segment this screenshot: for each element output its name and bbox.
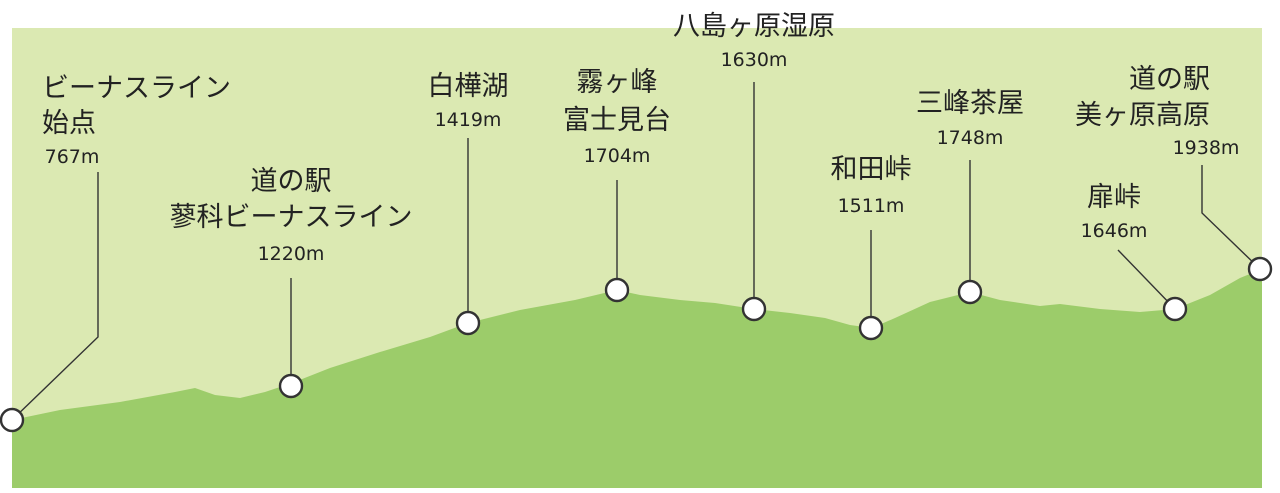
label-name-venus-line-start-1: ビーナスライン	[42, 73, 231, 104]
label-name-venus-line-start-2: 始点	[42, 108, 96, 139]
marker-kirigamine-fujimidai	[604, 277, 630, 303]
label-elevation-tobira-toge: 1646m	[1081, 220, 1148, 242]
terrain-silhouette	[12, 269, 1262, 488]
label-name-michinoeki-tateshina-2: 蓼科ビーナスライン	[170, 202, 413, 233]
label-elevation-yashimagahara: 1630m	[721, 49, 788, 71]
label-name-yashimagahara-1: 八島ヶ原湿原	[673, 11, 835, 42]
label-elevation-shirakabako: 1419m	[435, 109, 502, 131]
marker-michinoeki-tateshina	[278, 373, 304, 399]
label-elevation-michinoeki-tateshina: 1220m	[258, 243, 325, 265]
label-name-kirigamine-fujimidai-2: 富士見台	[563, 105, 671, 136]
label-name-wada-toge-1: 和田峠	[831, 154, 912, 185]
marker-michinoeki-utsukushigahara	[1247, 256, 1273, 282]
label-name-shirakabako-1: 白樺湖	[428, 71, 509, 102]
marker-yashimagahara	[741, 296, 767, 322]
leader-line-tobira-toge	[1117, 249, 1176, 310]
leader-line-michinoeki-utsukushigahara	[1201, 165, 1261, 270]
label-name-michinoeki-utsukushigahara-2: 美ヶ原高原	[1075, 100, 1210, 131]
label-elevation-michinoeki-utsukushigahara: 1938m	[1173, 137, 1240, 159]
marker-shirakabako	[455, 310, 481, 336]
marker-mitsumine-chaya	[957, 279, 983, 305]
label-name-kirigamine-fujimidai-1: 霧ヶ峰	[577, 67, 658, 98]
label-name-michinoeki-utsukushigahara-1: 道の駅	[1129, 64, 1210, 95]
label-elevation-kirigamine-fujimidai: 1704m	[584, 145, 651, 167]
label-elevation-wada-toge: 1511m	[838, 195, 905, 217]
label-elevation-mitsumine-chaya: 1748m	[937, 127, 1004, 149]
label-name-tobira-toge-1: 扉峠	[1087, 182, 1141, 213]
label-name-michinoeki-tateshina-1: 道の駅	[251, 166, 332, 197]
leader-line-venus-line-start	[11, 172, 99, 421]
marker-venus-line-start	[0, 407, 25, 433]
marker-wada-toge	[858, 315, 884, 341]
label-name-mitsumine-chaya-1: 三峰茶屋	[916, 88, 1024, 119]
label-elevation-venus-line-start: 767m	[45, 146, 100, 168]
marker-tobira-toge	[1162, 296, 1188, 322]
